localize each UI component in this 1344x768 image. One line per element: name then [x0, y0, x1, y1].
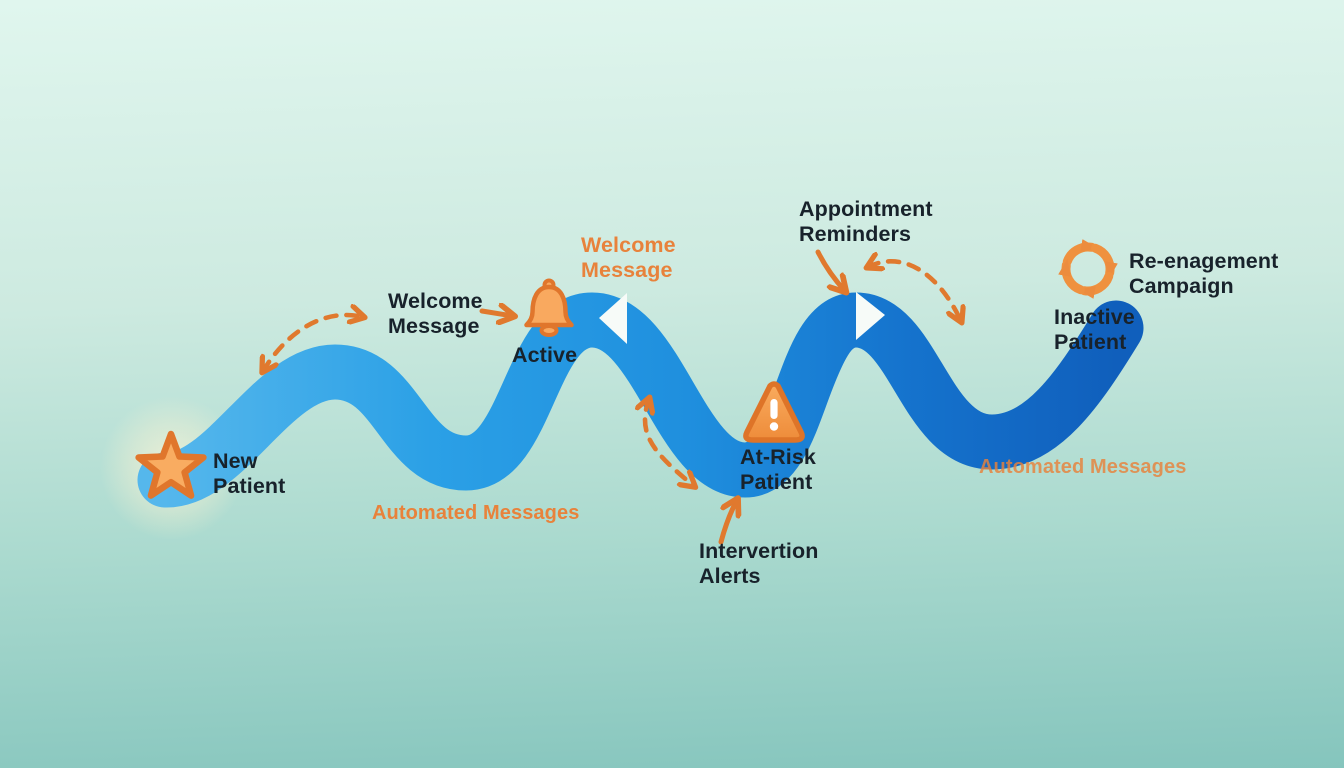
dashed-arrow-reminder-arc	[868, 261, 961, 321]
path-chevron-left-icon	[599, 293, 627, 344]
dashed-arrow-active-to-atrisk	[645, 399, 694, 486]
bell-icon	[524, 278, 574, 337]
annotation-reengagement-campaign: Re-enagement Campaign	[1129, 249, 1279, 298]
stage-label-at-risk: At-Risk Patient	[740, 445, 816, 494]
arrow-intervention-up	[718, 500, 737, 545]
journey-path	[137, 292, 1144, 508]
stage-label-inactive: Inactive Patient	[1054, 305, 1135, 354]
annotation-appointment-reminders: Appointment Reminders	[799, 197, 933, 246]
annotation-automated-messages-left: Automated Messages	[372, 502, 580, 524]
annotation-automated-messages-right: Automated Messages	[979, 456, 1187, 478]
annotation-welcome-message: Welcome Message	[388, 289, 483, 338]
arrow-welcome-to-bell	[479, 311, 513, 316]
star-icon	[135, 430, 207, 499]
annotation-welcome-message-floating: Welcome Message	[581, 233, 676, 282]
warning-icon	[743, 381, 805, 443]
stage-label-active: Active	[512, 343, 578, 367]
annotation-intervention-alerts: Intervertion Alerts	[699, 539, 819, 588]
arrow-appointment-down	[815, 249, 845, 291]
stage-label-new-patient: New Patient	[213, 449, 286, 498]
dashed-arrow-new-to-welcome	[263, 315, 363, 371]
refresh-icon	[1058, 239, 1118, 299]
